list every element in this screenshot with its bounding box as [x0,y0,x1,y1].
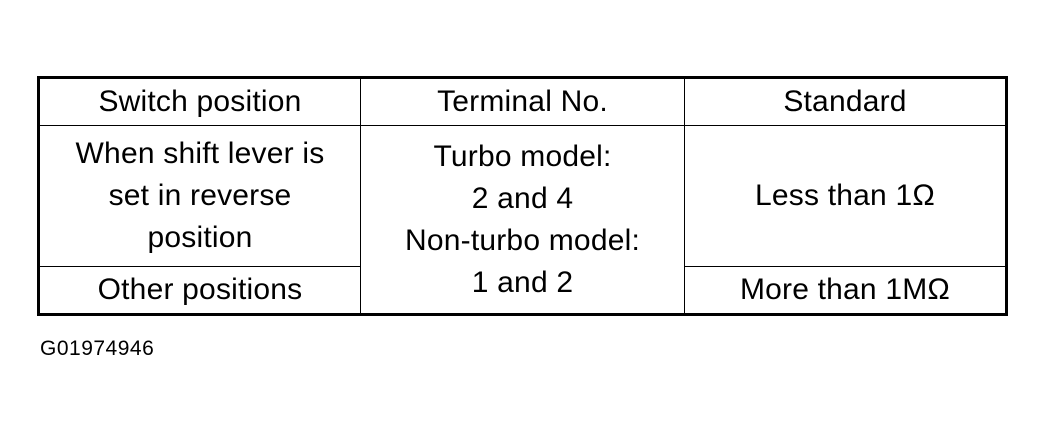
cell-switch-position-reverse: When shift lever is set in reverse posit… [38,125,361,267]
table-row: When shift lever is set in reverse posit… [38,125,1007,315]
cell-line: 2 and 4 [471,181,574,215]
header-switch-position: Switch position [38,77,361,126]
cell-line: When shift lever is [75,137,325,170]
header-terminal-no: Terminal No. [360,77,685,126]
figure-id: G01974946 [40,337,155,360]
cell-line: Non-turbo model: [405,223,640,257]
cell-line: position [147,221,253,254]
cell-line: 1 and 2 [471,265,574,299]
cell-terminal-no: Turbo model: 2 and 4 Non-turbo model: 1 … [360,125,685,315]
cell-standard-other: More than 1MΩ [684,266,1007,315]
cell-standard-reverse: Less than 1Ω [684,125,1007,267]
cell-switch-position-other: Other positions [38,266,361,315]
spec-table: Switch position Terminal No. Standard Wh… [37,76,1008,316]
cell-line: set in reverse [108,179,292,212]
header-standard: Standard [684,77,1007,126]
table-header-row: Switch position Terminal No. Standard [38,77,1007,126]
cell-line: Turbo model: [433,139,612,173]
table-row: Other positions More than 1MΩ [38,266,1007,315]
